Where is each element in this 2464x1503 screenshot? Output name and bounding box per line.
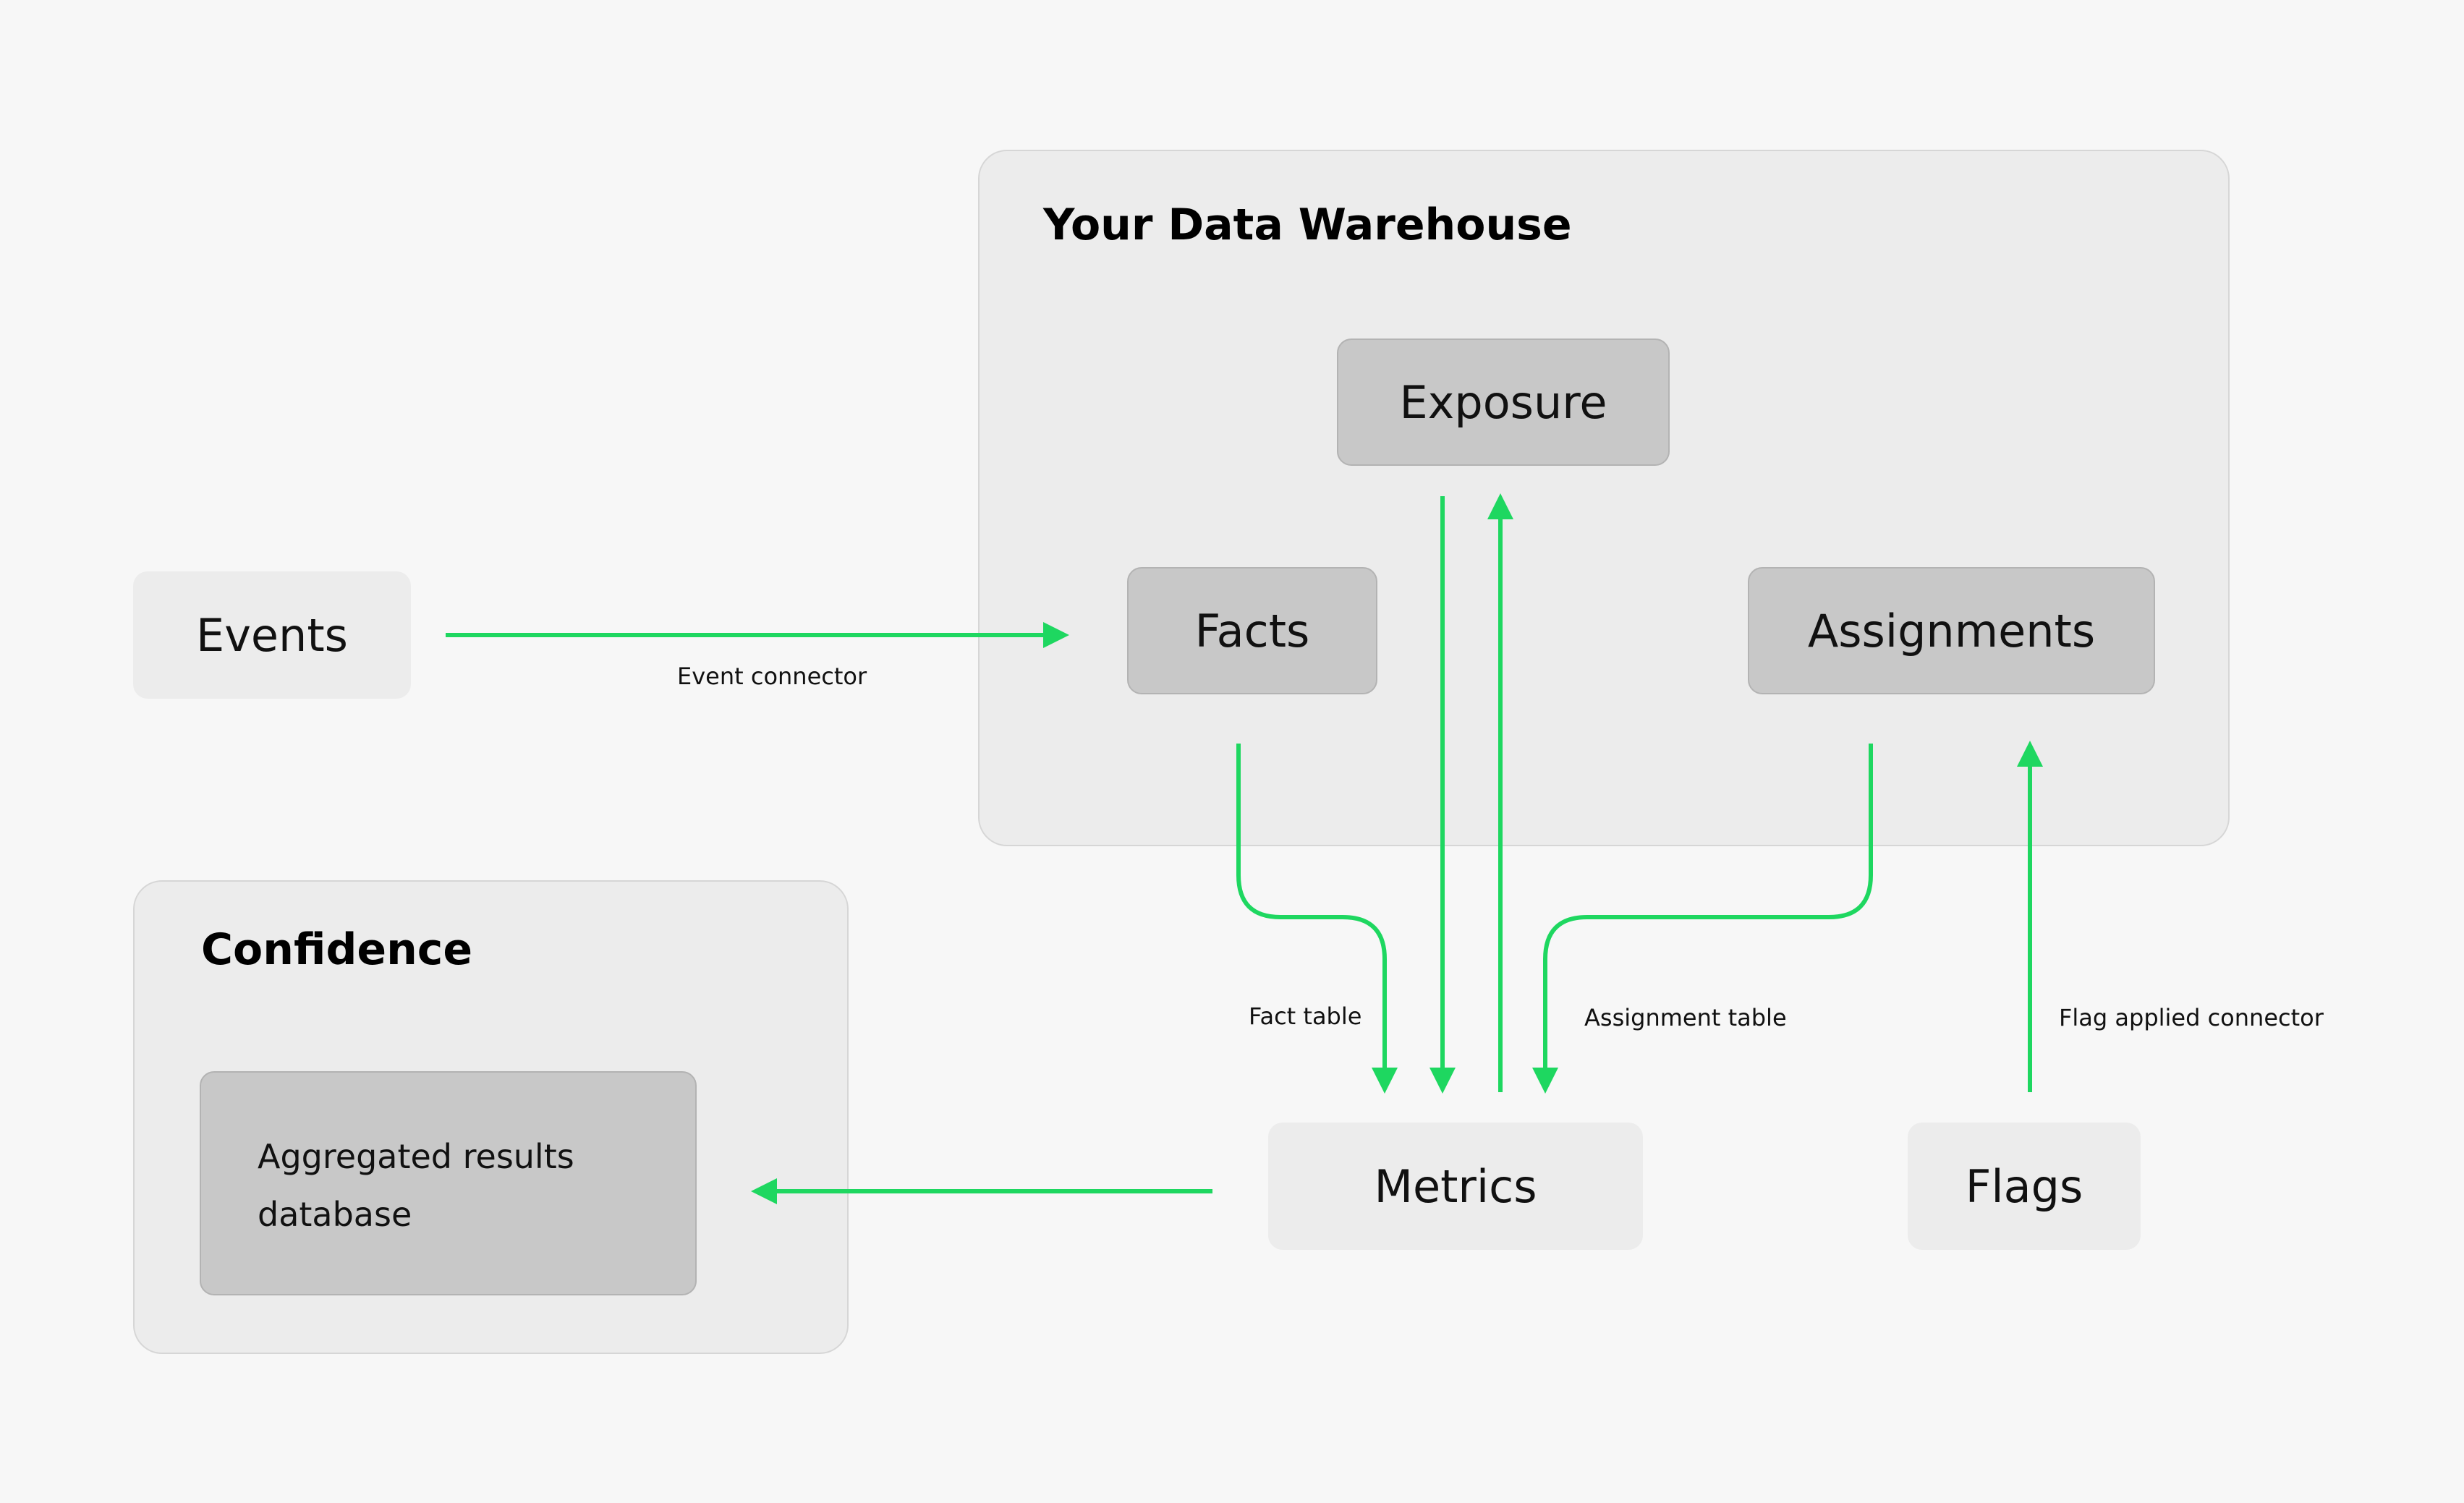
assignments-label: Assignments — [1807, 604, 2096, 657]
events-node: Events — [133, 571, 411, 699]
aggregated-results-line2: database — [258, 1195, 412, 1234]
fact-table-label: Fact table — [1249, 1002, 1362, 1030]
flags-label: Flags — [1965, 1159, 2083, 1213]
exposure-label: Exposure — [1399, 375, 1607, 429]
confidence-title: Confidence — [201, 924, 473, 975]
facts-node: Facts — [1127, 567, 1377, 694]
flag-applied-connector-label: Flag applied connector — [2059, 1004, 2324, 1031]
assignment-table-label: Assignment table — [1584, 1004, 1787, 1031]
aggregated-results-node: Aggregated results database — [200, 1071, 697, 1295]
exposure-node: Exposure — [1337, 339, 1670, 466]
events-label: Events — [196, 608, 348, 662]
flags-node: Flags — [1908, 1123, 2141, 1250]
facts-label: Facts — [1194, 604, 1310, 657]
warehouse-title: Your Data Warehouse — [1043, 200, 1572, 250]
metrics-node: Metrics — [1268, 1123, 1643, 1250]
metrics-label: Metrics — [1374, 1159, 1537, 1213]
event-connector-label: Event connector — [677, 663, 867, 690]
warehouse-group — [978, 150, 2230, 846]
assignments-node: Assignments — [1748, 567, 2155, 694]
aggregated-results-line1: Aggregated results — [258, 1137, 574, 1176]
